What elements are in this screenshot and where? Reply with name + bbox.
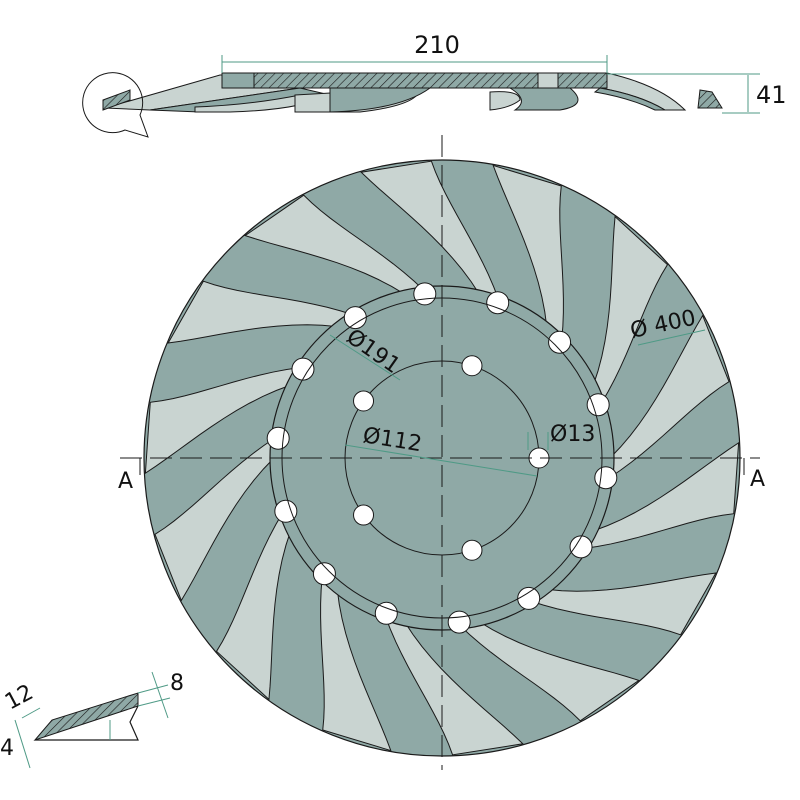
dim-41-label: 41 [756,81,787,109]
dim-4-label: 4 [0,736,14,761]
bolt-hole [461,355,483,377]
section-markers [139,458,745,475]
bolt-hole [461,539,483,561]
blade [582,441,740,550]
side-section-view [82,72,723,138]
blade [167,280,355,344]
dim-12-label: 12 [1,680,37,715]
hub-notch [586,393,610,417]
blade [529,572,717,636]
blade [320,574,392,752]
hub-notch [266,426,290,450]
blade [592,215,669,405]
hub-notch [594,466,618,490]
blade [215,511,292,701]
dim-41 [607,73,760,114]
hub-notch [486,291,510,315]
detail-callout-circle [82,72,149,138]
hub-notch [569,535,593,559]
bolt-hole [353,390,375,412]
dim-13-label: Ø13 [550,422,595,447]
section-label-left: A [118,469,133,494]
hub-notch [413,282,437,306]
dim-112-leader [344,444,538,477]
dim-210 [221,55,608,73]
blade [458,621,640,722]
dim-8-label: 8 [170,671,184,696]
dim-400-leader [637,329,706,346]
section-label-right: A [750,467,765,492]
blade [154,436,276,602]
blade [244,194,426,295]
center-lines [120,135,760,770]
hub-notch [291,357,315,381]
hub-notch [447,610,471,634]
hub-notch [343,306,367,330]
hub-notch [517,586,541,610]
blade [608,314,730,480]
hub-notch [374,601,398,625]
hub-notch [274,499,298,523]
bolt-hole [353,504,375,526]
blade [360,160,500,301]
blade [384,615,524,756]
blade [492,164,564,342]
edge-detail [14,671,171,769]
hub-notch [312,562,336,586]
blade [144,366,302,475]
dim-191-leader [329,334,401,381]
dim-210-label: 210 [414,31,460,59]
hub-notch [548,330,572,354]
